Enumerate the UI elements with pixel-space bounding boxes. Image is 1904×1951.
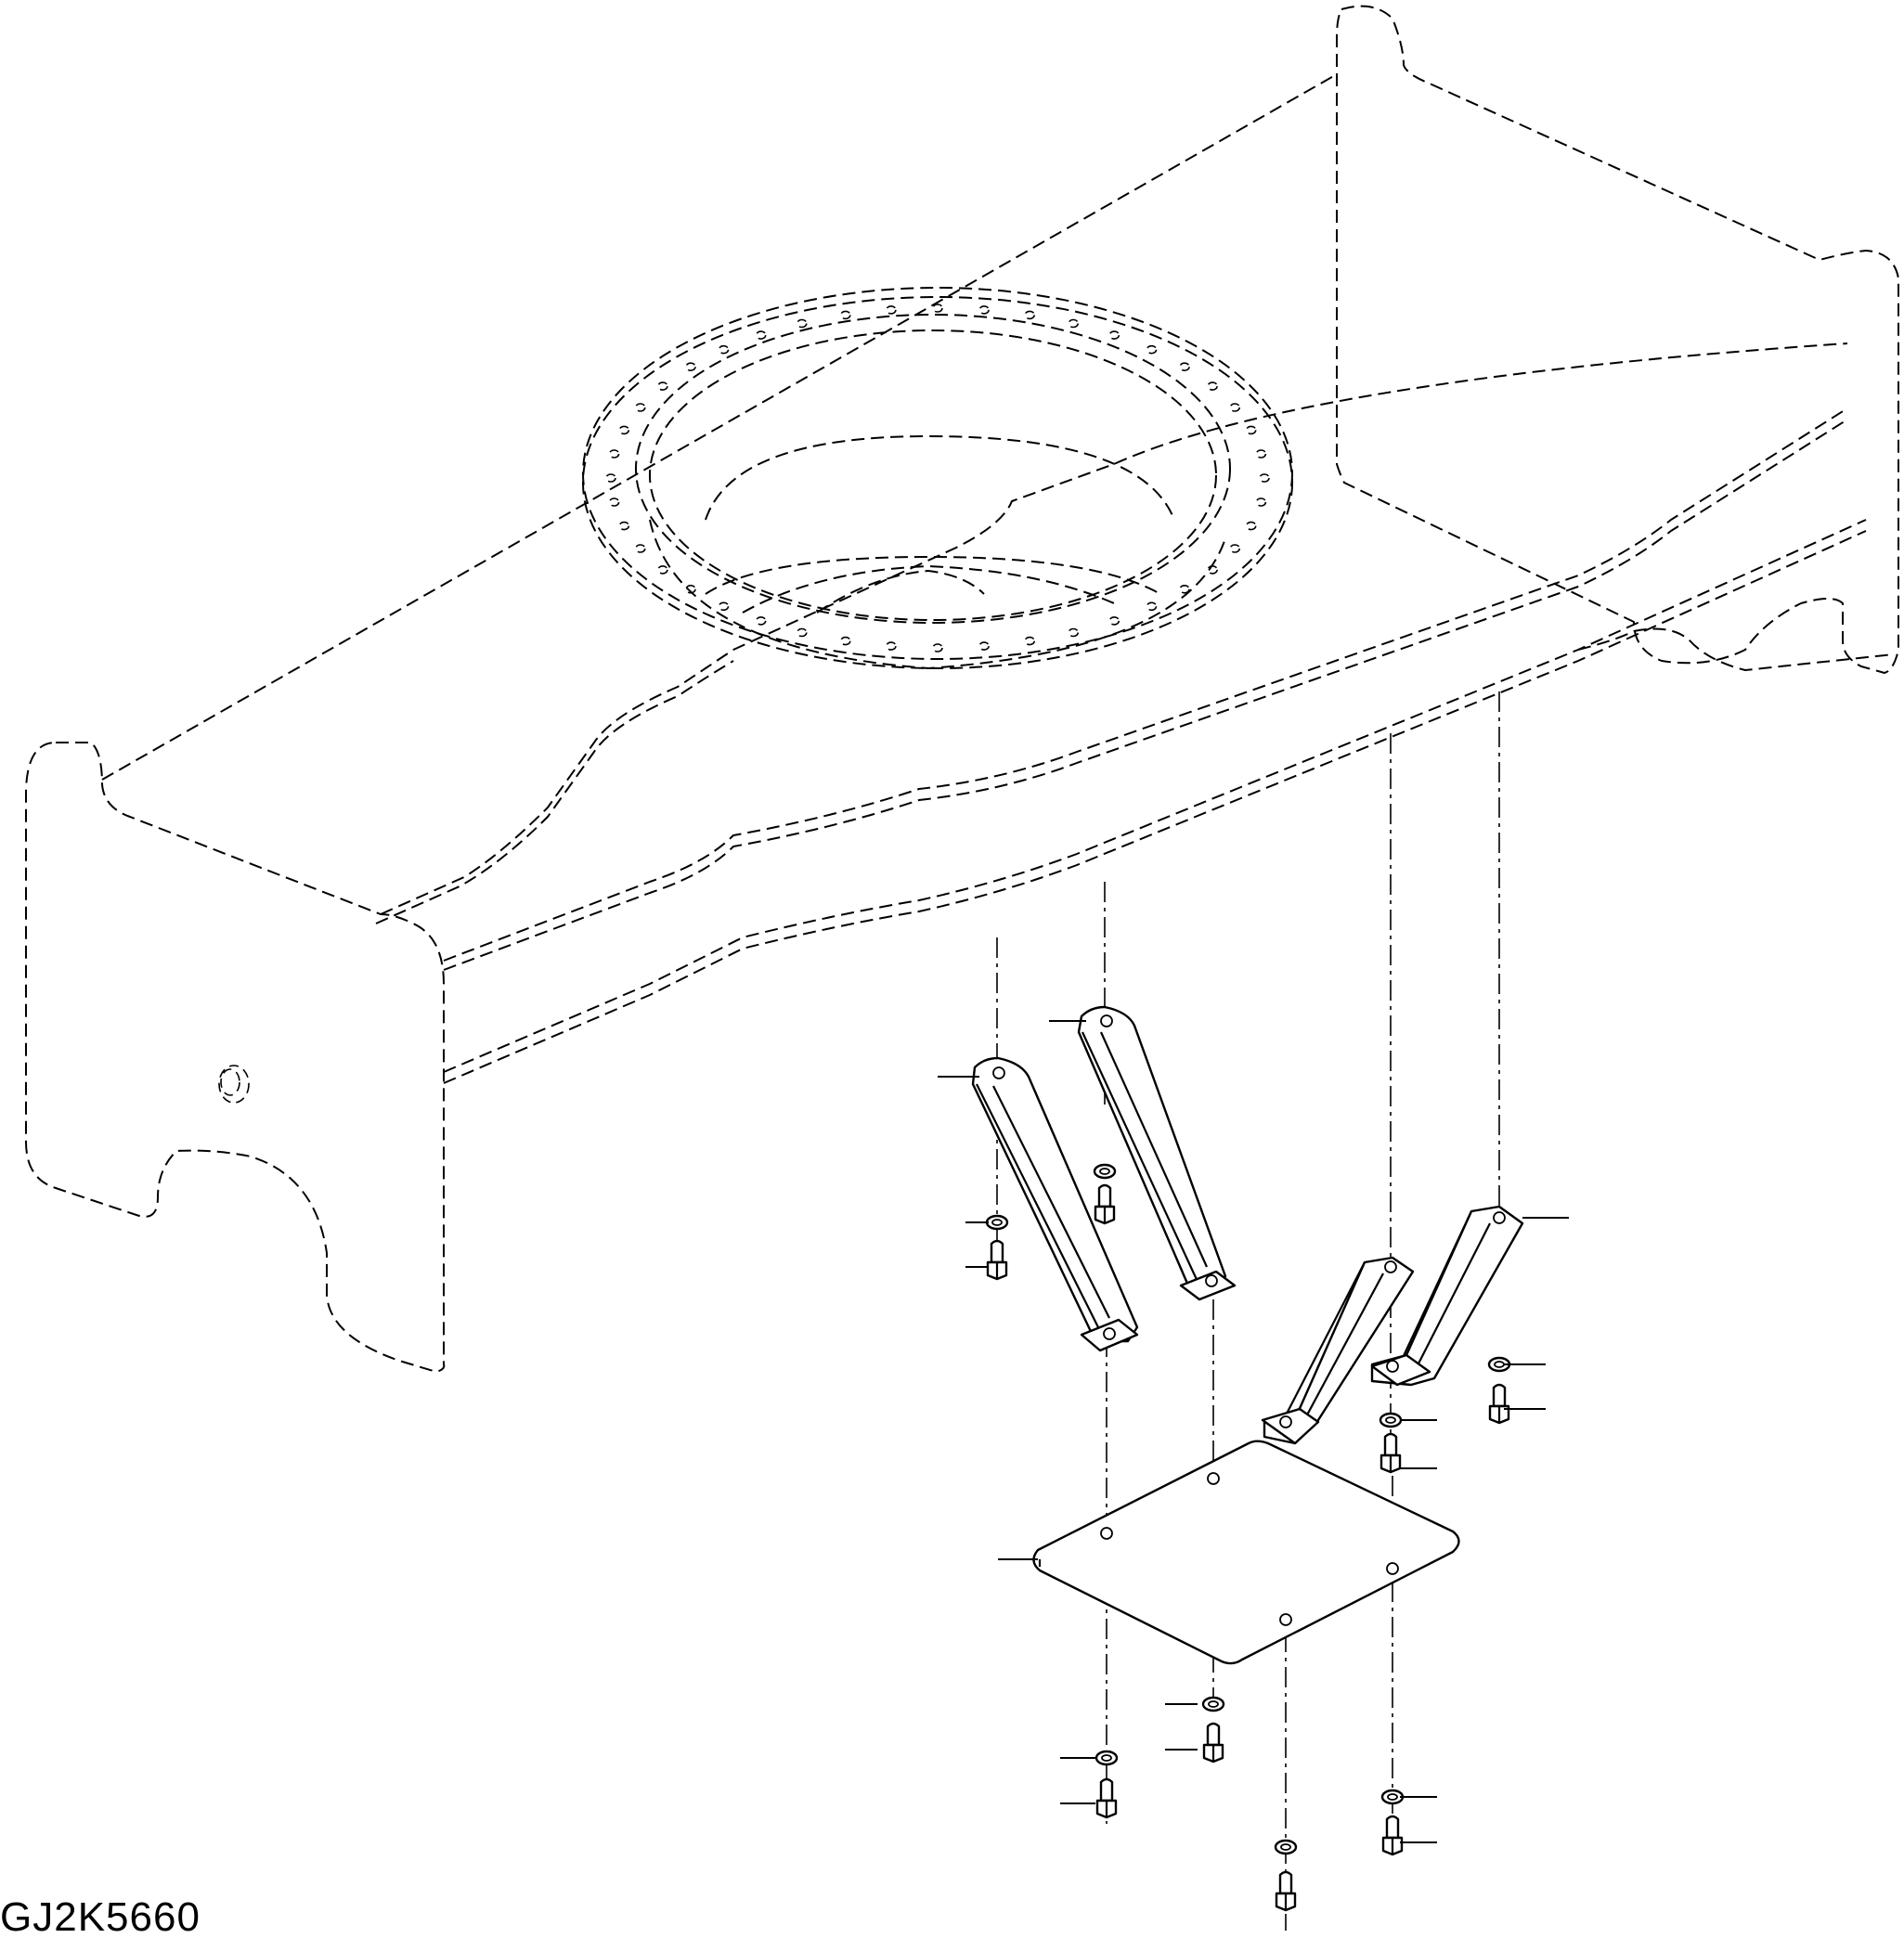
flange-bolt-hole [634, 403, 646, 412]
flange-bolt-hole [657, 565, 668, 575]
fastener-set [1274, 1839, 1298, 1912]
frame-flange-bolt-holes [605, 304, 1270, 652]
flange-bolt-hole [657, 381, 668, 391]
flange-bolt-hole [932, 643, 943, 652]
bracket-rear-left [1261, 1256, 1415, 1445]
flange-bolt-hole [796, 627, 808, 638]
flange-bolt-hole [1024, 636, 1035, 646]
frame-side-web-lower [443, 519, 1867, 1073]
flange-bolt-hole [886, 305, 897, 315]
flange-bolt-hole [634, 544, 646, 553]
flange-bolt-hole [1108, 330, 1120, 340]
frame-side-web-upper [443, 407, 1848, 962]
fastener-set [1487, 1356, 1511, 1425]
frame-right-lower-flange [1577, 627, 1895, 671]
flange-bolt-hole [978, 641, 990, 651]
frame-side-web-lower-2 [443, 530, 1867, 1084]
flange-bolt-hole [685, 362, 696, 372]
flange-bolt-hole [1207, 565, 1218, 575]
washer-hole [991, 1219, 1003, 1226]
frame-flange-inner-cone-2 [705, 556, 1161, 595]
frame-flange-outer-2 [582, 296, 1293, 669]
fastener-set [985, 1214, 1009, 1281]
bolt-shank [990, 1239, 1004, 1264]
flange-bolt-hole [796, 318, 808, 329]
flange-bolt-hole [1255, 497, 1267, 507]
washer-hole [1387, 1793, 1398, 1801]
fastener-set [1201, 1696, 1225, 1764]
fastener-set [1379, 1412, 1403, 1474]
flange-bolt-hole [608, 497, 620, 507]
flange-bolt-hole [839, 310, 851, 320]
flange-bolt-hole [1255, 449, 1267, 459]
washer-hole [1385, 1416, 1396, 1424]
frame-flange-inner-rib [816, 570, 985, 614]
mounting-plate [1032, 1440, 1460, 1665]
bolt-shank [1099, 1777, 1114, 1802]
flange-bolt-hole [1245, 425, 1257, 435]
bracket-front-right [1077, 1005, 1237, 1301]
flange-bolt-hole [685, 584, 696, 594]
bolt-shank [1492, 1383, 1507, 1408]
washer-hole [1280, 1843, 1291, 1851]
frame-flange-inner [635, 314, 1231, 624]
flange-bolt-hole [1108, 616, 1120, 626]
washer-hole [1101, 1754, 1112, 1762]
callout-leaders [938, 1020, 1569, 1843]
fastener-set [1093, 1163, 1117, 1225]
flange-bolt-hole [1024, 310, 1035, 320]
fastener-set [1380, 1789, 1405, 1856]
flange-bolt-hole [1229, 403, 1240, 412]
flange-bolt-hole [605, 473, 616, 483]
frame-top-edge-front-2 [375, 660, 734, 924]
bolt-washer-sets [985, 1163, 1511, 1912]
flange-bolt-hole [978, 305, 990, 315]
flange-bolt-hole [1179, 584, 1190, 594]
flange-bolt-hole [618, 521, 630, 531]
bracket-rear-right [1370, 1205, 1524, 1387]
frame-left-end-plate [25, 742, 446, 1373]
bolt-shank [1278, 1870, 1293, 1895]
flange-bolt-hole [1146, 344, 1158, 355]
flange-bolt-hole [608, 449, 620, 459]
frame-top-edge-back [101, 73, 1338, 781]
flange-bolt-hole [886, 641, 897, 651]
frame-side-web-upper-2 [443, 419, 1848, 971]
flange-bolt-hole [1068, 318, 1079, 329]
bolt-shank [1383, 1432, 1398, 1457]
frame-ghost [25, 5, 1899, 1373]
bolt-shank [1206, 1722, 1221, 1747]
bracket-front-left [971, 1056, 1139, 1352]
frame-flange-inner-2 [649, 329, 1217, 621]
flange-bolt-hole [1259, 473, 1270, 483]
frame-end-plate-hole-inner [220, 1068, 240, 1096]
flange-bolt-hole [839, 636, 851, 646]
washer-hole [1208, 1700, 1219, 1708]
flange-bolt-hole [755, 330, 767, 340]
frame-flange-inner-cone [705, 435, 1175, 521]
flange-bolt-hole [1179, 362, 1190, 372]
flange-bolt-hole [932, 304, 943, 313]
washer-hole [1494, 1361, 1505, 1368]
flange-bolt-hole [1229, 544, 1240, 553]
frame-flange-outer [582, 287, 1293, 660]
flange-bolt-hole [718, 344, 730, 355]
flange-bolt-hole [1207, 381, 1218, 391]
fastener-set [1094, 1750, 1119, 1819]
bolt-shank [1385, 1815, 1400, 1840]
flange-bolt-hole [718, 601, 730, 612]
flange-bolt-hole [755, 616, 767, 626]
flange-bolt-hole [1068, 627, 1079, 638]
flange-bolt-hole [618, 425, 630, 435]
flange-bolt-hole [1245, 521, 1257, 531]
frame-top-edge-front [380, 342, 1848, 915]
frame-end-plate-hole [218, 1065, 250, 1104]
bolt-shank [1097, 1183, 1112, 1208]
flange-bolt-hole [1146, 601, 1158, 612]
frame-right-end-plate [1336, 5, 1899, 674]
frame-flange-bowl [649, 519, 1226, 669]
washer-hole [1099, 1168, 1110, 1175]
drawing-code-label: GJ2K5660 [0, 1894, 201, 1940]
